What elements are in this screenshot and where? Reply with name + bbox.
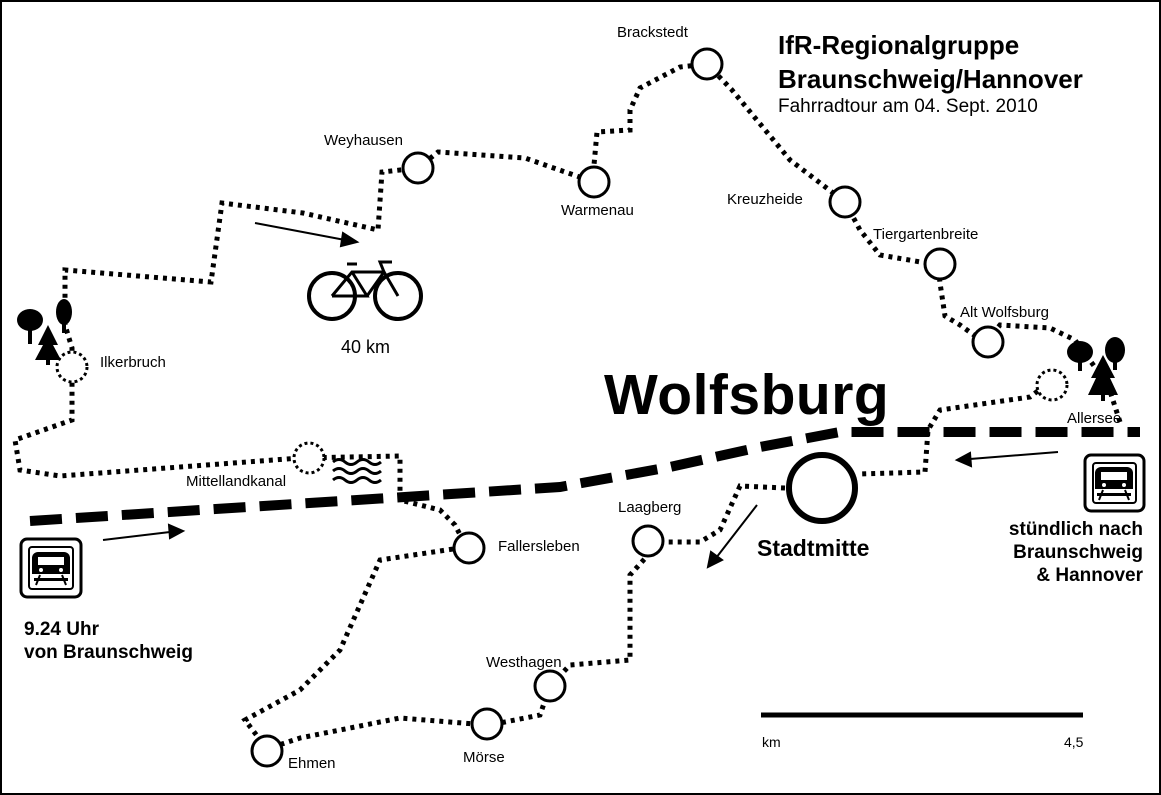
marker-ehmen[interactable] (250, 734, 284, 768)
marker-stadtmitte[interactable] (786, 452, 858, 524)
train-icon (19, 537, 83, 599)
marker-alt-wolfsburg[interactable] (971, 325, 1005, 359)
map-title: IfR-Regionalgruppe (778, 30, 1020, 60)
railway-line (29, 427, 1140, 526)
arrow-south-direction (715, 504, 758, 559)
label-laagberg: Laagberg (618, 499, 682, 516)
train-departure-time: 9.24 Uhr (24, 619, 99, 640)
train-return-dest1: Braunschweig (1013, 542, 1143, 563)
arrow-head-route (339, 231, 360, 248)
arrow-head-south (706, 550, 724, 569)
train-return-dest2: & Hannover (1036, 565, 1143, 586)
bike-route (12, 61, 1123, 752)
label-westhagen: Westhagen (486, 654, 562, 671)
dotted-place-markers (55, 350, 1069, 475)
marker-moerse[interactable] (470, 707, 504, 741)
marker-laagberg[interactable] (631, 524, 665, 558)
scale-value-label: 4,5 (1064, 734, 1084, 750)
train-departure-note: 9.24 Uhr von Braunschweig (24, 618, 193, 664)
arrow-head-train-out (954, 451, 973, 468)
label-ilkerbruch: Ilkerbruch (100, 354, 166, 371)
scale-unit-label: km (762, 734, 781, 750)
label-allersee: Allersee (1067, 410, 1122, 427)
city-label: Wolfsburg (604, 363, 890, 427)
direction-arrows (102, 222, 1059, 569)
arrow-train-in (102, 531, 171, 541)
train-return-frequency: stündlich nach (1008, 519, 1143, 540)
label-tiergartenbreite: Tiergartenbreite (873, 226, 979, 243)
label-brackstedt: Brackstedt (617, 24, 688, 41)
label-alt-wolfsburg: Alt Wolfsburg (960, 304, 1049, 321)
train-icon-east (1083, 453, 1146, 513)
arrow-head-train-in (167, 523, 186, 540)
place-markers (250, 47, 1005, 768)
marker-fallersleben[interactable] (452, 531, 486, 565)
distance-label: 40 km (341, 337, 391, 357)
water-waves-icon (332, 458, 382, 484)
marker-tiergartenbreite[interactable] (923, 247, 957, 281)
train-return-note: stündlich nach Braunschweig & Hannover (985, 518, 1143, 587)
bicycle-icon (307, 260, 423, 321)
arrow-route-direction (254, 222, 346, 241)
train-departure-origin: von Braunschweig (24, 642, 193, 663)
label-mittellandkanal: Mittellandkanal (186, 473, 287, 490)
marker-weyhausen[interactable] (401, 151, 435, 185)
route-south-loop (241, 483, 786, 752)
label-fallersleben: Fallersleben (498, 538, 580, 555)
route-north-loop (12, 61, 1123, 550)
marker-warmenau[interactable] (577, 165, 611, 199)
marker-allersee[interactable] (1035, 368, 1069, 402)
marker-westhagen[interactable] (533, 669, 567, 703)
trees-icon-east (1067, 337, 1125, 401)
label-warmenau: Warmenau (561, 202, 634, 219)
label-moerse: Mörse (463, 749, 505, 766)
marker-kreuzheide[interactable] (828, 185, 862, 219)
marker-mittellandkanal[interactable] (292, 441, 326, 475)
trees-icon (17, 299, 72, 365)
label-kreuzheide: Kreuzheide (727, 191, 803, 208)
marker-brackstedt[interactable] (690, 47, 724, 81)
arrow-train-out (969, 451, 1059, 460)
map-subtitle: Fahrradtour am 04. Sept. 2010 (778, 96, 1038, 117)
label-weyhausen: Weyhausen (324, 132, 403, 149)
map-title-region: Braunschweig/Hannover (778, 64, 1083, 94)
marker-ilkerbruch[interactable] (55, 350, 89, 384)
stadtmitte-label: Stadtmitte (757, 535, 870, 561)
label-ehmen: Ehmen (288, 755, 336, 772)
